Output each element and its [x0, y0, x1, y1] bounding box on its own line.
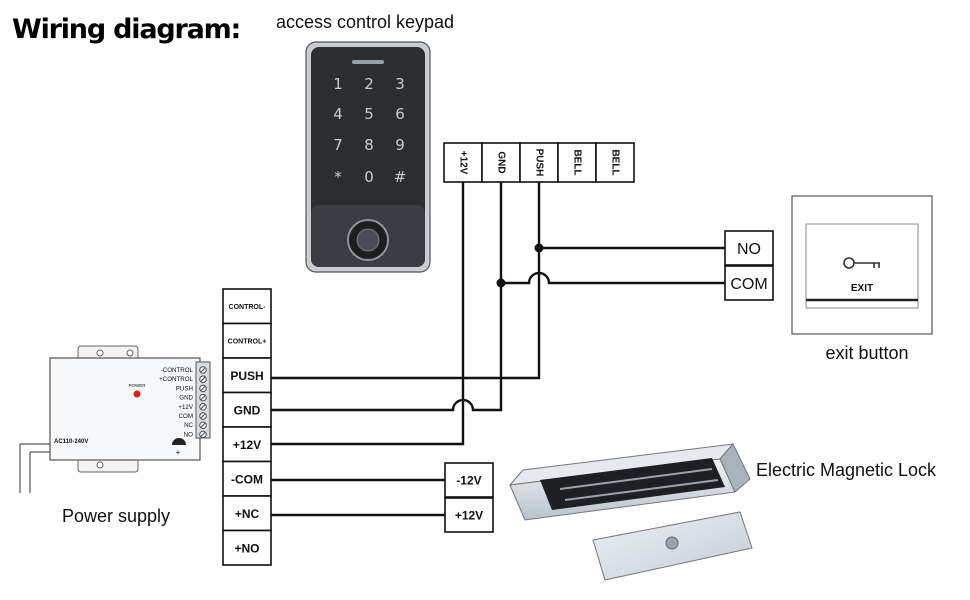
- psu-unit-label: GND: [179, 395, 193, 402]
- key-icon: [843, 257, 880, 269]
- keypad-caption: access control keypad: [276, 12, 454, 32]
- wire-exit-com: [501, 271, 725, 285]
- psu-terminal-label: +12V: [233, 438, 261, 452]
- keypad-key-3: 3: [395, 75, 405, 93]
- keypad-key-9: 9: [395, 136, 405, 154]
- ac-input-wires: [19, 443, 50, 493]
- psu-unit-label: +CONTROL: [159, 376, 193, 383]
- svg-text:+: +: [176, 448, 181, 457]
- keypad-terminal-label: +12V: [458, 151, 469, 175]
- psu-unit-labels: -CONTROL +CONTROL PUSH GND +12V COM NC NO: [159, 366, 207, 438]
- power-led-icon: [133, 390, 141, 398]
- lock-caption: Electric Magnetic Lock: [756, 460, 937, 480]
- keypad-key-1: 1: [333, 75, 343, 93]
- psu-terminal-label: CONTROL+: [228, 338, 267, 345]
- exit-button-caption: exit button: [825, 343, 908, 363]
- lock-terminal-label: -12V: [456, 474, 481, 488]
- lock-terminal-1: [444, 497, 494, 533]
- power-supply-unit: POWER AC110-240V + -CONTROL +CONTROL PUSH G…: [19, 345, 211, 493]
- psu-terminal-label: +NO: [234, 541, 259, 555]
- psu-unit-label: NC: [184, 422, 193, 429]
- magnetic-lock-device: [508, 443, 753, 581]
- keypad-key-0: 0: [364, 168, 374, 186]
- keypad-device: 1 2 3 4 5 6 7 8 9 * 0 #: [305, 41, 431, 273]
- psu-terminal-7: [222, 529, 272, 566]
- lock-terminal-block: -12V +12V: [444, 462, 494, 533]
- lock-terminal-label: +12V: [455, 509, 483, 523]
- keypad-key-4: 4: [333, 105, 343, 123]
- diagram-title: Wiring diagram:: [12, 14, 240, 45]
- power-supply-caption: Power supply: [62, 506, 170, 526]
- psu-terminal-label: PUSH: [230, 369, 263, 383]
- exit-terminal-label: NO: [737, 241, 761, 258]
- junction-gnd: [496, 278, 506, 288]
- psu-unit-label: -CONTROL: [161, 367, 194, 374]
- psu-terminal-label: +NC: [235, 507, 260, 521]
- exit-terminal-label: COM: [730, 276, 767, 293]
- keypad-terminal-block: +12V GND PUSH BELL BELL: [443, 142, 635, 183]
- keypad-key-x: *: [334, 168, 342, 186]
- psu-unit-label: NO: [184, 431, 193, 438]
- ac-input-label: AC110-240V: [54, 439, 88, 445]
- wire-12v: [271, 182, 465, 446]
- keypad-key-7: 7: [333, 136, 343, 154]
- keypad-terminal-4: [595, 142, 635, 183]
- adjust-knob-icon: [172, 438, 186, 445]
- keypad-key-8: 8: [364, 136, 374, 154]
- keypad-led-bar: [352, 60, 384, 64]
- exit-button-device: EXIT: [791, 195, 933, 335]
- keypad-key-x: #: [394, 168, 407, 186]
- psu-terminal-5: [222, 460, 272, 497]
- keypad-keys: 1 2 3 4 5 6 7 8 9 * 0 #: [333, 75, 406, 186]
- keypad-terminal-3: [557, 142, 597, 183]
- power-led-label: POWER: [128, 383, 146, 388]
- keypad-terminal-label: GND: [496, 151, 507, 173]
- keypad-terminal-2: [519, 142, 559, 183]
- exit-terminal-0: [724, 230, 774, 266]
- psu-terminal-3: [222, 391, 272, 428]
- keypad-terminal-label: PUSH: [534, 149, 545, 177]
- psu-terminal-label: CONTROL-: [229, 304, 267, 311]
- psu-terminal-6: [222, 495, 272, 532]
- psu-unit-label: PUSH: [176, 385, 193, 392]
- psu-terminal-label: GND: [234, 403, 261, 417]
- keypad-terminal-label: BELL: [572, 149, 583, 175]
- exit-terminal-block: NO COM: [724, 230, 774, 301]
- junction-push: [534, 243, 544, 253]
- keypad-terminal-label: BELL: [610, 149, 621, 175]
- keypad-key-6: 6: [395, 105, 405, 123]
- psu-unit-label: +12V: [178, 404, 193, 411]
- wire-gnd: [271, 182, 503, 412]
- wires: [271, 182, 725, 517]
- exit-label: EXIT: [851, 283, 873, 294]
- keypad-key-2: 2: [364, 75, 374, 93]
- psu-terminal-block: CONTROL- CONTROL+ PUSH GND +12V -COM +NC +NO: [222, 288, 272, 566]
- psu-unit-label: COM: [179, 413, 193, 420]
- psu-terminal-1: [222, 322, 272, 359]
- psu-terminal-label: -COM: [231, 472, 263, 486]
- keypad-key-5: 5: [364, 105, 374, 123]
